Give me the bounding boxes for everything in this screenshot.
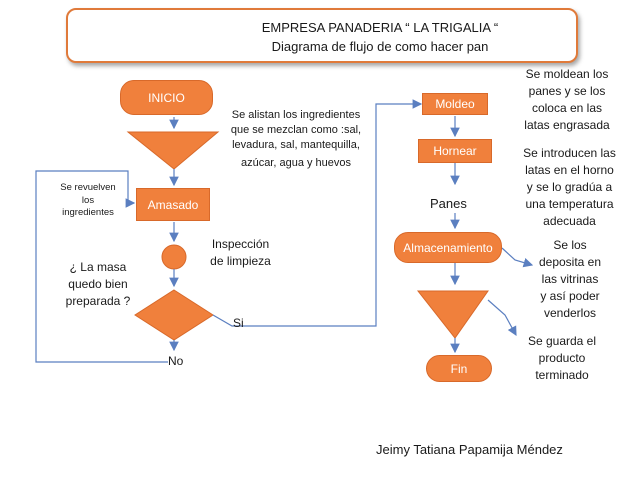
note-line: Se los bbox=[553, 238, 587, 252]
merge-triangle-right bbox=[416, 290, 489, 339]
merge-triangle-left bbox=[126, 131, 220, 170]
note-line: terminado bbox=[535, 368, 589, 382]
note-line: Se guarda el bbox=[527, 334, 597, 348]
label-si: Si bbox=[233, 316, 244, 330]
node-hornear: Hornear bbox=[418, 139, 492, 163]
node-inicio: INICIO bbox=[120, 80, 213, 115]
note-line: preparada ? bbox=[65, 294, 131, 308]
note-line: Se introducen las bbox=[523, 146, 616, 160]
label-no: No bbox=[168, 354, 184, 368]
note-inspeccion: Inspección de limpieza bbox=[203, 236, 278, 270]
label-panes: Panes bbox=[430, 196, 467, 211]
title-box: EMPRESA PANADERIA “ LA TRIGALIA “ Diagra… bbox=[66, 8, 578, 63]
title-line-2: Diagrama de flujo de como hacer pan bbox=[271, 39, 489, 54]
node-almacenamiento: Almacenamiento bbox=[394, 232, 502, 263]
note-revuelven: Se revuelven los ingredientes bbox=[50, 182, 126, 220]
note-line: azúcar, agua y huevos bbox=[240, 157, 352, 169]
note-line: ¿ La masa bbox=[69, 260, 127, 274]
node-moldeo: Moldeo bbox=[422, 93, 488, 115]
note-line: Se revuelven bbox=[60, 182, 116, 193]
decision-diamond bbox=[134, 289, 214, 341]
inspection-circle bbox=[161, 244, 187, 270]
note-line: las vitrinas bbox=[541, 272, 599, 286]
note-introducen: Se introducen las latas en el horno y se… bbox=[512, 145, 627, 230]
note-line: latas en el horno bbox=[525, 163, 614, 177]
note-line: y se lo gradúa a bbox=[526, 180, 613, 194]
note-line: coloca en las bbox=[531, 101, 603, 115]
title-line-1: EMPRESA PANADERIA “ LA TRIGALIA “ bbox=[261, 20, 499, 35]
note-line: deposita en bbox=[538, 255, 602, 269]
note-line: adecuada bbox=[543, 214, 596, 228]
note-line: panes y se los bbox=[528, 84, 606, 98]
note-line: levadura, sal, mantequilla, bbox=[232, 139, 360, 151]
note-moldean: Se moldean los panes y se los coloca en … bbox=[512, 66, 622, 134]
note-line: latas engrasada bbox=[524, 118, 610, 132]
note-line: producto bbox=[538, 351, 586, 365]
note-ingredientes: Se alistan los ingredientes que se mezcl… bbox=[216, 108, 376, 171]
node-amasado: Amasado bbox=[136, 188, 210, 221]
note-line: que se mezclan como :sal, bbox=[230, 124, 362, 136]
note-line: y así poder bbox=[540, 289, 600, 303]
note-line: Se moldean los bbox=[525, 67, 609, 81]
note-guarda: Se guarda el producto terminado bbox=[514, 333, 610, 384]
note-line: de limpieza bbox=[210, 254, 271, 268]
note-line: ingredientes bbox=[62, 207, 114, 218]
note-line: venderlos bbox=[543, 306, 597, 320]
node-fin: Fin bbox=[426, 355, 492, 382]
note-line: los bbox=[81, 194, 95, 206]
note-line: Se alistan los ingredientes bbox=[231, 109, 361, 121]
note-deposita: Se los deposita en las vitrinas y así po… bbox=[520, 237, 620, 322]
note-pregunta: ¿ La masa quedo bien preparada ? bbox=[58, 259, 138, 310]
author-name: Jeimy Tatiana Papamija Méndez bbox=[376, 442, 563, 457]
note-line: Inspección bbox=[211, 237, 270, 251]
note-line: quedo bien bbox=[68, 277, 128, 291]
note-line: una temperatura bbox=[525, 197, 614, 211]
